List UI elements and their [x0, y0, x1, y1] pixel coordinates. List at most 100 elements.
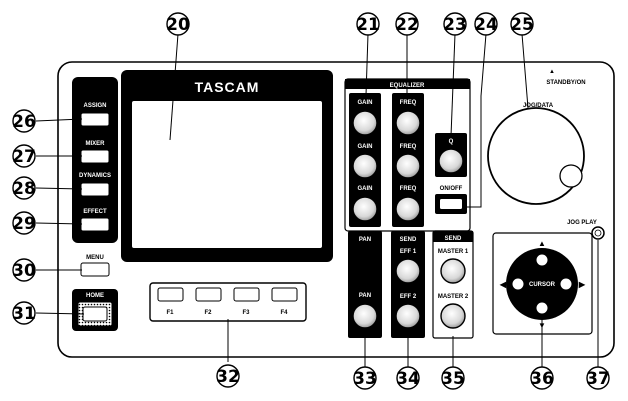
- callout-21-number: 21: [356, 15, 380, 35]
- cursor-left-arrow-icon: ◀: [499, 280, 507, 289]
- freq-high-label: FREQ: [400, 100, 417, 106]
- brand-logo: TASCAM: [195, 79, 260, 95]
- freq-mid-label: FREQ: [400, 144, 417, 150]
- freq-low-knob[interactable]: [395, 196, 421, 222]
- jog-data-label: JOG/DATA: [523, 103, 554, 109]
- callout-21: 21: [356, 12, 380, 36]
- callout-28-number: 28: [12, 179, 36, 199]
- f2-label: F2: [204, 310, 212, 316]
- callout-30: 30: [12, 258, 36, 282]
- cursor-down-button[interactable]: [535, 301, 549, 315]
- callout-24-number: 24: [474, 15, 498, 35]
- q-knob[interactable]: [438, 148, 464, 174]
- callout-31: 31: [12, 301, 36, 325]
- callout-22-number: 22: [395, 15, 419, 35]
- callout-34-number: 34: [396, 369, 420, 389]
- callout-29-number: 29: [12, 214, 36, 234]
- gain-mid-label: GAIN: [358, 144, 373, 150]
- jog-data-dial[interactable]: [487, 107, 585, 205]
- callout-30-number: 30: [12, 261, 36, 281]
- callout-36: 36: [530, 366, 554, 390]
- callout-33-number: 33: [353, 369, 377, 389]
- callout-36-number: 36: [530, 369, 554, 389]
- pan-knob[interactable]: [352, 303, 378, 329]
- effect-label: EFFECT: [83, 209, 107, 215]
- f3-label: F3: [242, 310, 250, 316]
- callout-24: 24: [474, 12, 498, 36]
- dynamics-label: DYNAMICS: [79, 173, 111, 179]
- callout-34: 34: [396, 366, 420, 390]
- f4-label: F4: [280, 310, 288, 316]
- onoff-button[interactable]: [440, 199, 462, 209]
- cursor-right-button[interactable]: [559, 277, 573, 291]
- gain-high-knob[interactable]: [352, 110, 378, 136]
- freq-mid-knob[interactable]: [395, 153, 421, 179]
- send-header-eff: SEND: [400, 237, 417, 243]
- cursor-label: CURSOR: [529, 282, 556, 288]
- eff2-knob[interactable]: [395, 303, 421, 329]
- callout-26: 26: [12, 109, 36, 133]
- display-screen: [132, 101, 322, 248]
- callout-25-number: 25: [510, 15, 534, 35]
- master1-knob[interactable]: [440, 258, 466, 284]
- f4-button[interactable]: [271, 287, 298, 302]
- callout-20: 20: [166, 12, 190, 36]
- standby-arrow: ▲: [549, 69, 555, 75]
- master1-label: MASTER 1: [438, 249, 469, 255]
- callout-29: 29: [12, 211, 36, 235]
- cursor-right-arrow-icon: ▶: [578, 280, 586, 289]
- callout-31-number: 31: [12, 304, 36, 324]
- jog-play-label: JOG PLAY: [567, 220, 597, 226]
- master2-knob[interactable]: [440, 303, 466, 329]
- pan-knob-label: PAN: [359, 293, 371, 299]
- callout-23-number: 23: [443, 15, 467, 35]
- pan-header: PAN: [359, 237, 371, 243]
- cursor-up-button[interactable]: [535, 253, 549, 267]
- home-label: HOME: [86, 293, 104, 299]
- gain-low-knob[interactable]: [352, 196, 378, 222]
- callout-27: 27: [12, 144, 36, 168]
- effect-button[interactable]: [80, 217, 110, 232]
- cursor-frame: [492, 232, 593, 335]
- dynamics-button[interactable]: [80, 182, 110, 197]
- eff1-knob[interactable]: [395, 258, 421, 284]
- callout-25: 25: [510, 12, 534, 36]
- freq-low-label: FREQ: [400, 186, 417, 192]
- callout-27-number: 27: [12, 147, 36, 167]
- callout-37: 37: [586, 366, 610, 390]
- f3-button[interactable]: [233, 287, 260, 302]
- send-header-master: SEND: [445, 236, 462, 242]
- eff2-label: EFF 2: [400, 294, 417, 300]
- callout-33: 33: [353, 366, 377, 390]
- cursor-up-arrow-icon: ▲: [538, 239, 546, 248]
- menu-label: MENU: [86, 255, 104, 261]
- callout-37-number: 37: [586, 369, 610, 389]
- f2-button[interactable]: [195, 287, 222, 302]
- callout-28: 28: [12, 176, 36, 200]
- mixer-button[interactable]: [80, 149, 110, 164]
- jog-play-button[interactable]: [591, 226, 605, 240]
- menu-button[interactable]: [80, 262, 110, 277]
- eff1-label: EFF 1: [400, 249, 417, 255]
- callout-32-number: 32: [216, 367, 240, 387]
- q-label: Q: [449, 139, 454, 145]
- freq-high-knob[interactable]: [395, 110, 421, 136]
- callout-32: 32: [216, 364, 240, 388]
- f1-label: F1: [166, 310, 174, 316]
- gain-high-label: GAIN: [358, 100, 373, 106]
- assign-label: ASSIGN: [83, 103, 106, 109]
- standby-label: STANDBY/ON: [546, 80, 585, 86]
- onoff-label: ON/OFF: [440, 186, 463, 192]
- leader-lines: [35, 33, 599, 367]
- callout-26-number: 26: [12, 112, 36, 132]
- f1-button[interactable]: [157, 287, 184, 302]
- assign-button[interactable]: [80, 112, 110, 127]
- cursor-left-button[interactable]: [511, 277, 525, 291]
- callout-22: 22: [395, 12, 419, 36]
- gain-mid-knob[interactable]: [352, 153, 378, 179]
- callout-23: 23: [443, 12, 467, 36]
- callout-35-number: 35: [441, 369, 465, 389]
- gain-low-label: GAIN: [358, 186, 373, 192]
- mixer-label: MIXER: [85, 141, 105, 147]
